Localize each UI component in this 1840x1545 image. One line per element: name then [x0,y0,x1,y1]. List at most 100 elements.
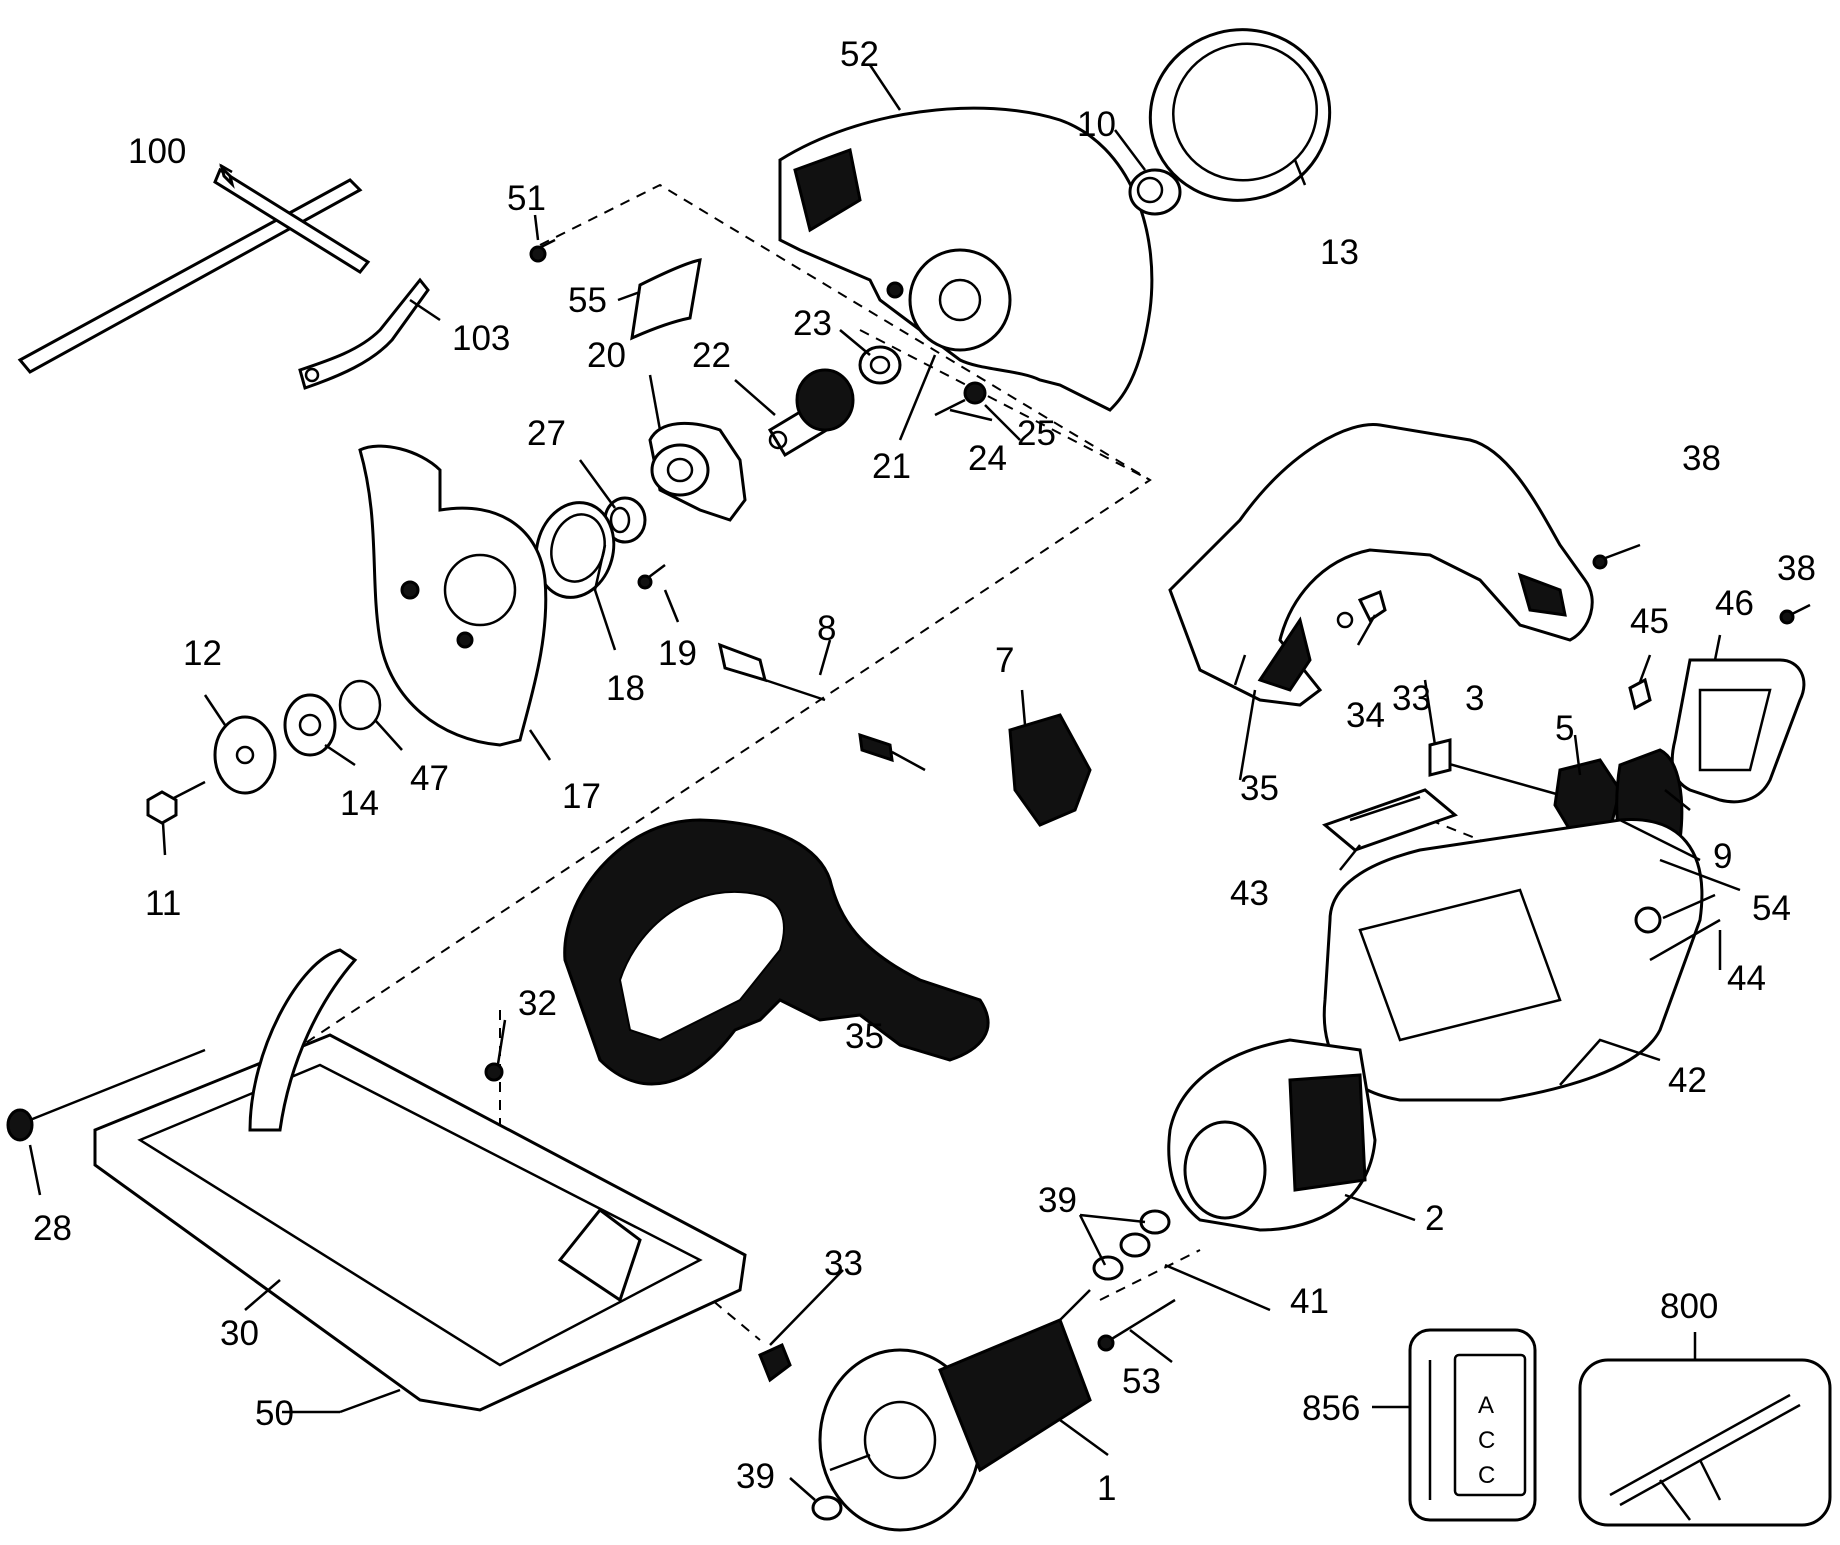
callout-14: 14 [340,784,379,823]
accessory-tag-letter-3: C [1478,1462,1495,1489]
nut-part-54 [1634,906,1662,934]
screw-part-51 [529,238,556,263]
callout-17: 17 [562,777,601,816]
callout-53: 53 [1122,1362,1161,1401]
washer-part-39-lower [811,1495,843,1521]
screw-part-44 [1649,918,1721,962]
field-part-2 [1167,1038,1377,1232]
callout-33b: 33 [824,1244,863,1283]
handle-housing-part-35 [1168,422,1594,707]
callout-33a: 33 [1392,679,1431,718]
screw-part-32 [484,1062,504,1082]
blade-wrench-part-103 [298,277,430,390]
switch-part-7 [1008,713,1092,827]
accessory-box-part-800 [1578,1358,1832,1527]
callout-21: 21 [872,447,911,486]
callout-20: 20 [587,336,626,375]
callout-42: 42 [1668,1061,1707,1100]
screw-part-38-upper [1592,543,1641,570]
screw-part-24 [934,398,966,417]
base-shoe-part-30 [93,948,747,1412]
callout-5: 5 [1555,709,1574,748]
clamp-washer-part-12 [213,715,277,795]
callout-24: 24 [968,439,1007,478]
blade-bolt-part-11 [146,780,206,825]
callout-44: 44 [1727,959,1766,998]
callout-52: 52 [840,35,879,74]
callout-32: 32 [518,984,557,1023]
callout-9: 9 [1713,837,1732,876]
callout-34: 34 [1346,696,1385,735]
callout-39b: 39 [736,1457,775,1496]
callout-28: 28 [33,1209,72,1248]
callout-8: 8 [817,609,836,648]
label-part-55 [630,258,702,341]
o-ring-part-47 [338,679,382,731]
accessory-tag-letter-2: C [1478,1427,1495,1454]
washer-part-39-upper [1092,1209,1171,1281]
brush-assembly-part-3 [1428,738,1561,797]
screw-part-38-lower [1779,603,1811,625]
pin-part-50 [339,1388,401,1414]
callout-856: 856 [1302,1389,1360,1428]
callout-39a: 39 [1038,1181,1077,1220]
callout-51: 51 [507,179,546,218]
rip-fence-part-100 [17,163,371,374]
callout-19: 19 [658,634,697,673]
bushing-part-10 [1128,168,1182,216]
callout-46: 46 [1715,584,1754,623]
nameplate-part-43 [1322,788,1458,852]
upper-blade-guard-part-52 [778,106,1154,412]
callout-23: 23 [793,304,832,343]
lower-blade-guard-part-17 [358,444,548,747]
brush-holder-part-8 [717,642,926,772]
callout-800: 800 [1660,1287,1718,1326]
depth-knob-part-28 [6,1048,206,1142]
screw-part-19 [637,564,666,590]
callout-labels: 100 103 52 10 13 51 55 23 22 20 21 24 25… [33,35,1816,1508]
callout-54: 54 [1752,889,1791,928]
callout-47: 47 [410,759,449,798]
callout-25: 25 [1017,414,1056,453]
callout-3: 3 [1465,679,1484,718]
callout-35b: 35 [845,1017,884,1056]
accessory-tag-letter-1: A [1478,1392,1494,1419]
callout-30: 30 [220,1314,259,1353]
callout-2: 2 [1425,1199,1444,1238]
blade-washer-part-14 [283,693,337,757]
spacer-part-41 [1119,1232,1151,1258]
clip-part-33-lower [758,1342,792,1383]
callout-38a: 38 [1682,439,1721,478]
callout-13: 13 [1320,233,1359,272]
dust-cover-part-13 [1148,28,1332,202]
spindle-gear-part-22 [767,368,855,458]
pin-part-45 [1628,677,1652,711]
motor-housing-part-42 [1322,818,1704,1102]
end-cap-part-46 [1670,658,1806,804]
callout-27: 27 [527,414,566,453]
callout-1: 1 [1097,1469,1116,1508]
callout-103: 103 [452,319,510,358]
bearing-part-23 [858,345,902,385]
bearing-part-27 [603,496,647,544]
accessory-box-part-856: A C C [1408,1328,1537,1522]
leader-lines [28,64,1741,1501]
callout-41: 41 [1290,1282,1329,1321]
callout-38b: 38 [1777,549,1816,588]
callout-55: 55 [568,281,607,320]
washer-part-34 [1336,611,1354,629]
clip-part-33-upper [1357,589,1387,623]
armature-part-1 [818,1289,1092,1532]
gear-case-part-20 [648,421,747,522]
callout-11: 11 [145,884,181,923]
callout-50: 50 [255,1394,294,1433]
callout-45: 45 [1630,602,1669,641]
callout-18: 18 [606,669,645,708]
callout-12: 12 [183,634,222,673]
callout-22: 22 [692,336,731,375]
screw-part-53 [1097,1298,1176,1352]
callout-43: 43 [1230,874,1269,913]
callout-35a: 35 [1240,769,1279,808]
retaining-ring-part-18 [534,501,616,599]
